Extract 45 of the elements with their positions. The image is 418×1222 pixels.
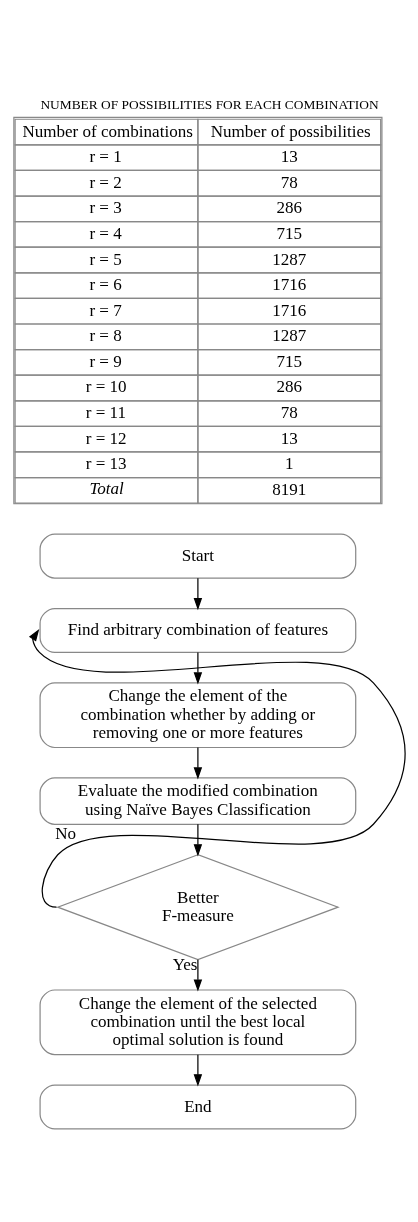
label: r = 7: [88, 300, 122, 320]
label: Number of combinations: [21, 121, 193, 141]
arrow: [193, 823, 202, 857]
arrow: [193, 959, 202, 992]
label: r = 9: [88, 351, 122, 371]
label: 1287: [271, 249, 306, 269]
node-box: Change the element of the combination whether by adding or removing one or more features: [38, 682, 356, 749]
arrow: [193, 651, 202, 685]
label: 1: [284, 454, 294, 474]
label: Total: [88, 478, 124, 498]
label: r = 5: [88, 249, 122, 269]
label: 286: [276, 198, 302, 218]
node-box: Start: [38, 533, 356, 579]
label: r = 2: [88, 172, 122, 192]
node-box: Find arbitrary combination of features: [38, 607, 356, 654]
label: 8191: [271, 479, 306, 499]
label: 78: [280, 403, 298, 423]
label: 1287: [271, 326, 306, 346]
label: r = 8: [88, 326, 122, 346]
label: 78: [280, 172, 298, 192]
arrow: [193, 577, 202, 611]
label: 1716: [271, 275, 306, 295]
label: r = 11: [85, 403, 126, 423]
label: 286: [276, 377, 302, 397]
label: r = 12: [85, 428, 127, 448]
label: Number of possibilities: [210, 121, 371, 141]
diagram-title: NUMBER OF POSSIBILITIES FOR EACH COMBINATION: [39, 96, 379, 112]
label: 13: [280, 147, 298, 167]
label: 1716: [271, 300, 306, 320]
arrow: [193, 746, 202, 780]
node-box: Change the element of the selected combination until the best local optimal solution is found: [38, 989, 356, 1056]
arrow: [28, 628, 406, 908]
label: r = 6: [88, 275, 122, 295]
label: r = 4: [88, 223, 122, 243]
label: r = 13: [85, 454, 127, 474]
label: 715: [276, 223, 302, 243]
node-box: End: [38, 1084, 356, 1130]
label: 715: [276, 351, 302, 371]
edge-label: No: [54, 823, 76, 843]
node-box: Evaluate the modified combination using Naïve Bayes Classification: [38, 777, 356, 825]
label: r = 3: [88, 198, 122, 218]
arrow: [193, 1054, 202, 1087]
label: r = 10: [85, 377, 127, 397]
label: 13: [280, 428, 298, 448]
label: r = 1: [88, 147, 122, 167]
